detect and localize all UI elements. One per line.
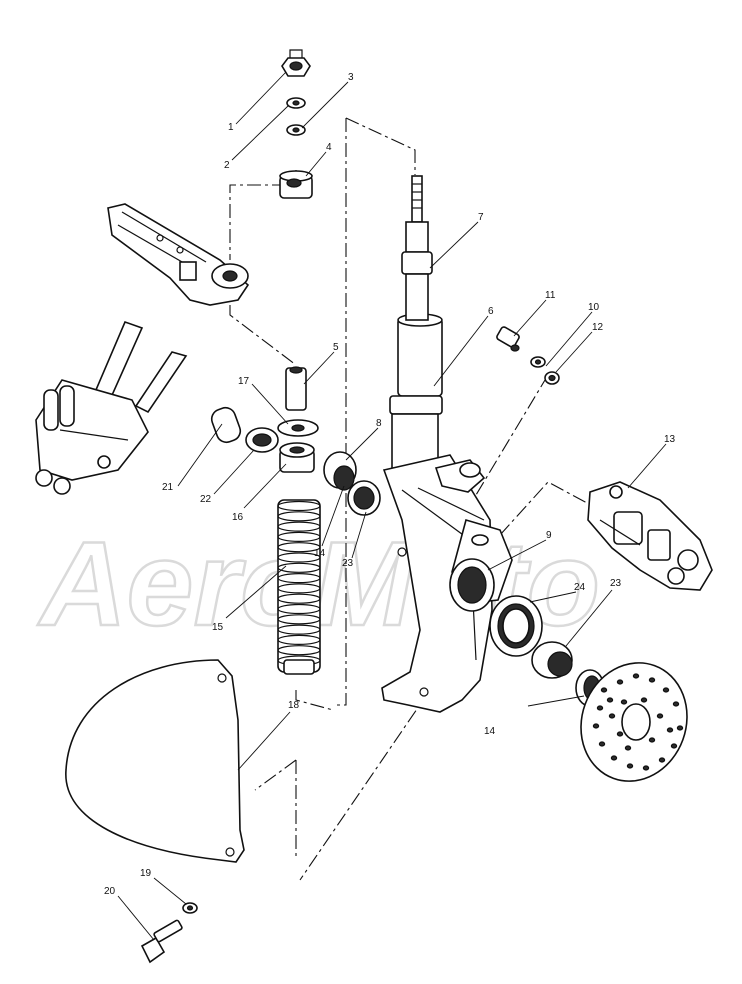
spring-coil <box>277 511 321 522</box>
callout-labels: 1 2 3 4 5 6 7 8 9 10 11 12 13 14 14 15 1… <box>104 72 676 897</box>
coil-spring <box>277 499 321 675</box>
disc-hole <box>658 757 666 763</box>
callout-15: 15 <box>212 622 224 633</box>
spring-coil <box>277 603 321 615</box>
callout-3: 3 <box>348 72 354 83</box>
upper-bearings <box>323 451 381 516</box>
disc-hole <box>676 725 684 731</box>
callout-17: 17 <box>238 376 250 387</box>
callout-4: 4 <box>326 142 332 153</box>
brake-disc <box>580 662 688 782</box>
spring-coil <box>277 531 321 543</box>
spring-coil <box>277 614 321 625</box>
disc-hole <box>642 765 650 771</box>
callout-24: 24 <box>574 582 586 593</box>
disc-hole <box>648 737 656 743</box>
disc-hole <box>672 701 680 707</box>
disc-hole <box>610 755 618 761</box>
spring-coil <box>277 583 321 594</box>
spring-coil <box>277 593 321 604</box>
spring-coil <box>277 572 321 584</box>
callout-22: 22 <box>200 494 212 505</box>
callout-13: 13 <box>664 434 676 445</box>
bushing-left <box>210 406 279 453</box>
spring-seat-washer <box>277 419 319 437</box>
callout-1: 1 <box>228 122 234 133</box>
callout-19: 19 <box>140 868 152 879</box>
callout-7: 7 <box>478 212 484 223</box>
guard-fasteners <box>140 902 198 964</box>
disc-hole <box>670 743 678 749</box>
callout-6: 6 <box>488 306 494 317</box>
disc-hole <box>592 723 600 729</box>
callout-23-lower: 23 <box>610 578 622 589</box>
callout-8: 8 <box>376 418 382 429</box>
disc-hole <box>620 699 628 705</box>
callout-5: 5 <box>333 342 339 353</box>
brake-caliper <box>587 481 713 591</box>
callout-14-lower: 14 <box>484 726 496 737</box>
callout-2: 2 <box>224 160 230 171</box>
spring-coil <box>277 624 321 635</box>
disc-hole <box>662 687 670 693</box>
spring-coil <box>277 552 321 563</box>
callout-12: 12 <box>592 322 604 333</box>
washers <box>286 97 306 136</box>
disc-hole <box>666 727 674 733</box>
disc-hole <box>616 679 624 685</box>
leader-lines <box>117 71 667 941</box>
callout-23-upper: 23 <box>342 558 354 569</box>
top-nut <box>281 49 311 77</box>
hub-seal <box>489 595 543 657</box>
spring-coil <box>277 634 321 646</box>
disc-hole <box>606 697 614 703</box>
callout-14-upper: 14 <box>314 548 326 559</box>
mud-guard <box>65 659 245 863</box>
spring-coil <box>277 521 321 532</box>
shock-sleeve <box>285 366 307 411</box>
disc-hole <box>648 677 656 683</box>
spring-coil <box>277 562 321 573</box>
disc-hole <box>608 713 616 719</box>
lower-bearing-race <box>531 641 573 679</box>
disc-hole <box>624 745 632 751</box>
upper-a-arm <box>35 203 250 495</box>
callout-10: 10 <box>588 302 600 313</box>
steering-shaft <box>401 175 433 321</box>
spring-coil <box>277 500 321 512</box>
spindle-housing <box>381 313 513 713</box>
disc-hole <box>616 731 624 737</box>
disc-hole <box>656 713 664 719</box>
callout-20: 20 <box>104 886 116 897</box>
disc-hole <box>626 763 634 769</box>
bleeder-fittings <box>496 326 560 385</box>
upper-bushing <box>279 170 313 199</box>
callout-9: 9 <box>546 530 552 541</box>
callout-16: 16 <box>232 512 244 523</box>
disc-hole <box>632 673 640 679</box>
spring-bushing <box>279 442 315 473</box>
callout-11: 11 <box>545 290 556 301</box>
callout-18: 18 <box>288 700 300 711</box>
disc-hole <box>600 687 608 693</box>
spring-coil <box>277 542 321 553</box>
spring-coil <box>277 645 321 656</box>
disc-hole <box>596 705 604 711</box>
callout-21: 21 <box>162 482 174 493</box>
disc-hole <box>598 741 606 747</box>
disc-hole <box>640 697 648 703</box>
